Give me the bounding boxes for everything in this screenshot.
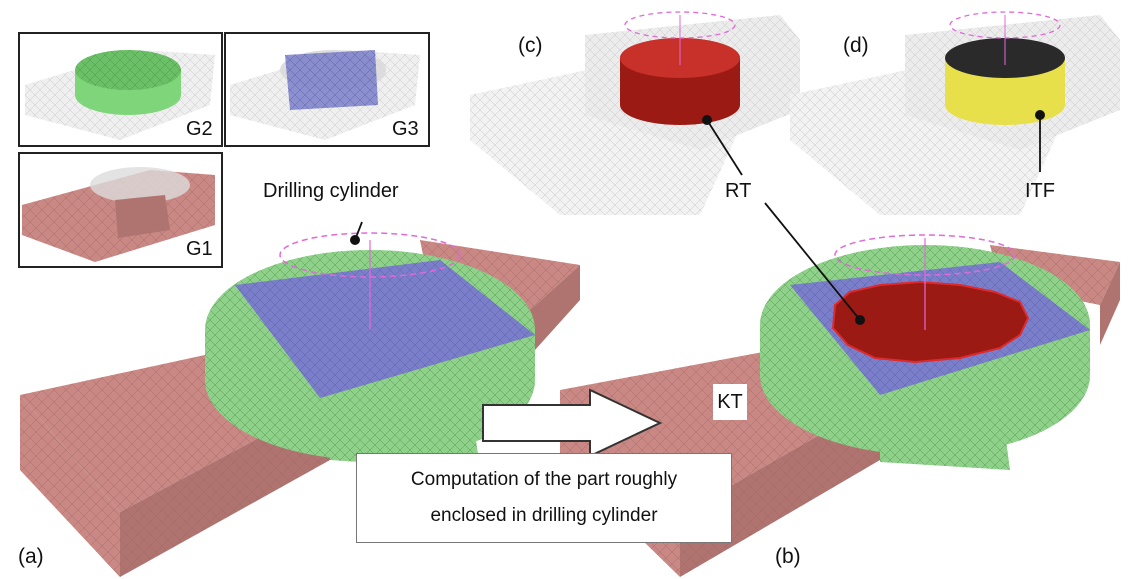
caption-line-1: Computation of the part roughly — [410, 469, 678, 490]
panel-label-b: (b) — [775, 545, 801, 568]
inset-g3-mesh — [230, 50, 420, 140]
inset-g2-mesh — [25, 50, 215, 140]
inset-g1-frame — [18, 152, 223, 268]
inset-g2-frame — [18, 32, 223, 147]
inset-g1-mesh — [22, 167, 215, 262]
panel-label-d: (d) — [843, 34, 869, 57]
caption-box: Computation of the part roughly enclosed… — [356, 453, 732, 543]
label-g1: G1 — [186, 238, 213, 260]
inset-d-mesh — [790, 11, 1120, 215]
label-rt: RT — [725, 180, 752, 202]
label-g3: G3 — [392, 118, 419, 140]
pointer-dot-drilling — [350, 235, 360, 245]
label-g2: G2 — [186, 118, 213, 140]
panel-label-c: (c) — [518, 34, 543, 57]
process-arrow — [482, 388, 663, 458]
label-drilling-cylinder: Drilling cylinder — [263, 180, 399, 202]
inset-g3-frame — [224, 32, 430, 147]
caption-line-2: enclosed in drilling cylinder — [430, 505, 658, 526]
label-kt: KT — [713, 384, 747, 420]
inset-c-mesh — [470, 11, 800, 215]
part-a-mesh — [20, 232, 580, 577]
label-kt-text: KT — [717, 390, 743, 413]
pointer-dot-rt-b — [855, 315, 865, 325]
label-itf: ITF — [1025, 180, 1055, 202]
pointer-dot-rt-c — [702, 115, 712, 125]
pointer-dot-itf — [1035, 110, 1045, 120]
panel-label-a: (a) — [18, 545, 44, 568]
